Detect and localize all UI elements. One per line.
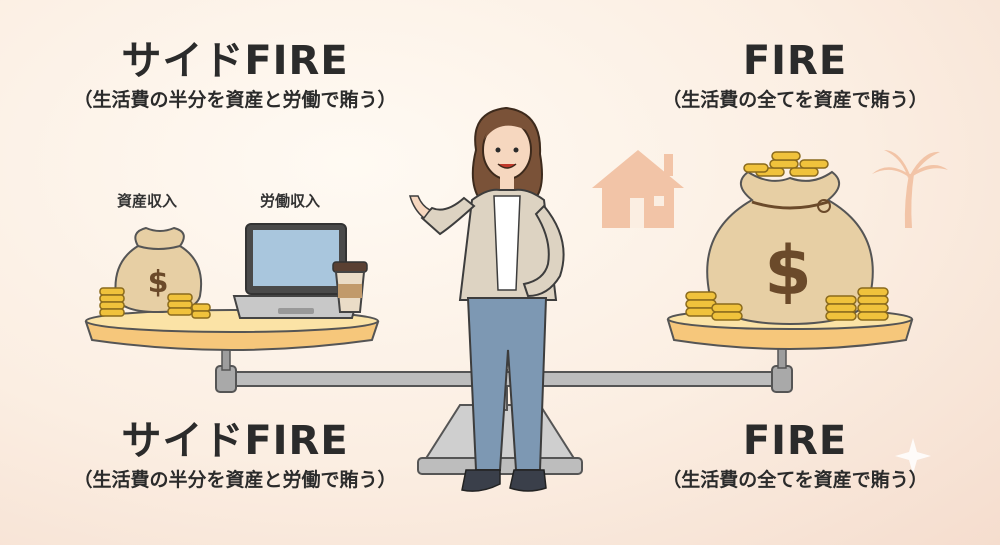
money-bag-icon: $	[114, 226, 202, 314]
scale-beam	[215, 345, 793, 393]
side-fire-title-bottom: サイドFIRE	[121, 418, 349, 464]
asset-income-label: 資産収入	[117, 192, 178, 210]
fire-title-top: FIRE	[742, 38, 848, 84]
woman-figure	[409, 106, 565, 492]
laptop-icon	[232, 223, 360, 319]
coin-stack-icon	[685, 287, 889, 321]
coin-stack-icon	[99, 287, 211, 319]
side-fire-subtitle-top: （生活費の半分を資産と労働で賄う）	[73, 89, 397, 111]
fire-subtitle-bottom: （生活費の全てを資産で賄う）	[662, 469, 928, 491]
side-fire-title-top: サイドFIRE	[121, 38, 349, 84]
svg-text:$: $	[764, 232, 811, 311]
labor-income-label: 労働収入	[260, 192, 321, 210]
side-fire-subtitle-bottom: （生活費の半分を資産と労働で賄う）	[73, 469, 397, 491]
sparkle-icon	[895, 438, 931, 474]
svg-text:$: $	[148, 265, 169, 300]
coffee-cup-icon	[332, 261, 368, 313]
palm-tree-icon	[872, 150, 948, 228]
house-icon	[592, 150, 684, 228]
large-money-bag-icon: $	[706, 151, 874, 326]
fire-subtitle-top: （生活費の全てを資産で賄う）	[662, 89, 928, 111]
fire-title-bottom: FIRE	[742, 418, 848, 464]
